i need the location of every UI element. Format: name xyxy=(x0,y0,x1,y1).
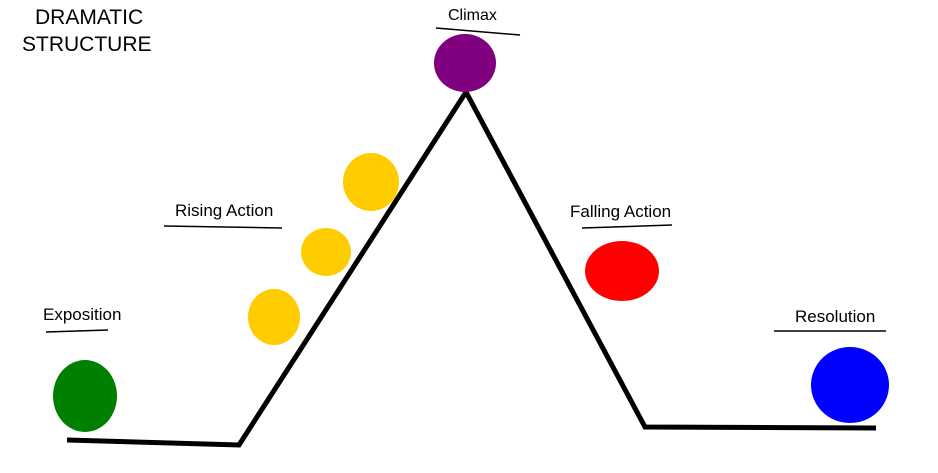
climax-label: Climax xyxy=(448,7,497,24)
rising-action-label: Rising Action xyxy=(175,201,274,220)
rising-action-circle-bottom xyxy=(248,289,300,345)
exposition-circle xyxy=(53,360,117,432)
rising-action-circle-middle xyxy=(301,228,351,276)
resolution-circle xyxy=(811,347,889,423)
climax-underline xyxy=(435,27,521,36)
rising-action-underline xyxy=(163,225,283,229)
falling-action-circle xyxy=(585,241,659,301)
resolution-label: Resolution xyxy=(795,307,876,326)
falling-action-label: Falling Action xyxy=(570,202,672,221)
diagram-title-line-1: DRAMATIC xyxy=(35,6,144,29)
plot-line xyxy=(66,87,877,448)
rising-action-circle-top xyxy=(343,153,399,211)
exposition-underline xyxy=(45,329,109,333)
exposition-label: Exposition xyxy=(43,305,122,324)
falling-action-underline xyxy=(581,224,673,229)
diagram-title-line-2: STRUCTURE xyxy=(22,33,152,56)
climax-circle xyxy=(434,34,496,92)
